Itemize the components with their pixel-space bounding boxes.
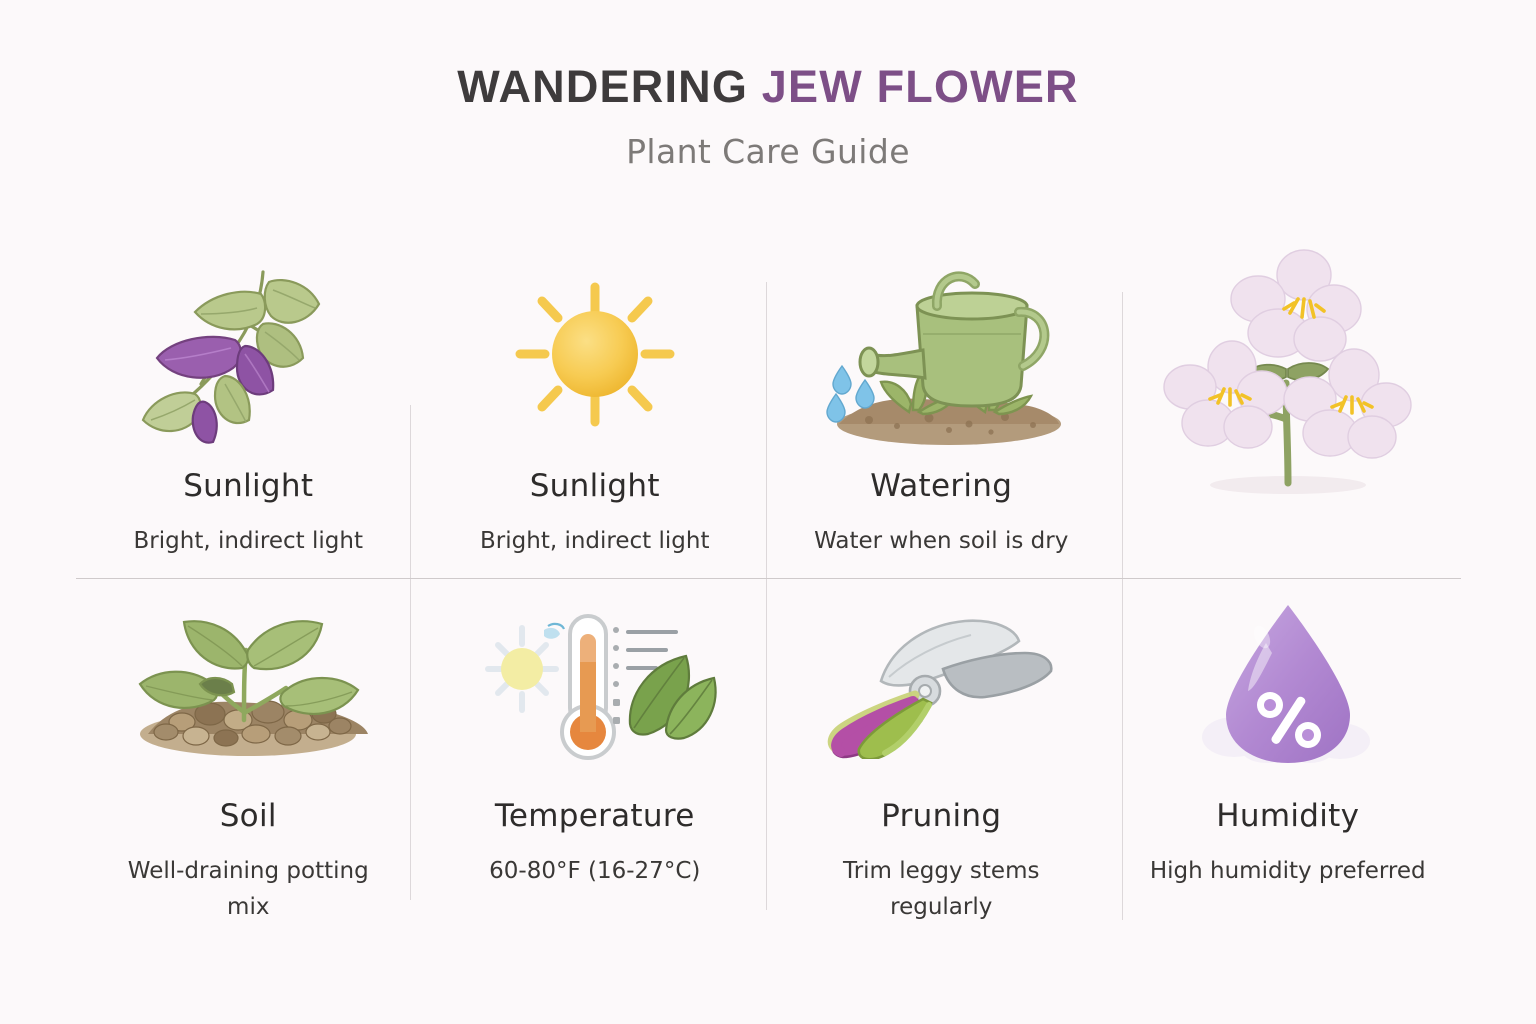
card-description: Bright, indirect light (133, 528, 363, 554)
title-main-text: WANDERING (457, 61, 749, 112)
seedling-soil-icon (126, 584, 371, 784)
care-card-soil[interactable]: Soil Well-draining potting mix (75, 578, 422, 938)
horizontal-divider (76, 578, 1461, 579)
card-description: Trim leggy stems regularly (843, 858, 1040, 920)
card-description: High humidity preferred (1149, 858, 1426, 884)
card-title: Humidity (1216, 798, 1360, 834)
care-card-sunlight-plant[interactable]: Sunlight Bright, indirect light (75, 248, 422, 578)
card-description: Well-draining potting mix (127, 858, 369, 920)
humidity-droplet-icon (1188, 584, 1388, 784)
page-title: WANDERING JEW FLOWER (0, 62, 1536, 112)
card-title: Temperature (494, 798, 695, 834)
card-title: Watering (870, 468, 1013, 504)
card-title: Soil (219, 798, 277, 834)
plant-sprig-icon (133, 254, 363, 454)
thermometer-icon (470, 584, 720, 784)
vertical-divider-3 (1122, 292, 1123, 920)
card-title: Sunlight (183, 468, 314, 504)
care-card-flowers[interactable] (1115, 248, 1462, 578)
pruning-shears-icon (819, 584, 1064, 784)
care-card-pruning[interactable]: Pruning Trim leggy stems regularly (768, 578, 1115, 938)
sun-icon (500, 254, 690, 454)
page-subtitle: Plant Care Guide (626, 131, 910, 171)
card-description: 60-80°F (16-27°C) (489, 858, 701, 884)
care-guide-grid: Sunlight Bright, indirect light (75, 248, 1461, 938)
care-card-temperature[interactable]: Temperature 60-80°F (16-27°C) (422, 578, 769, 938)
care-card-humidity[interactable]: Humidity High humidity preferred (1115, 578, 1462, 938)
card-description: Bright, indirect light (480, 528, 710, 554)
card-title: Sunlight (529, 468, 660, 504)
watering-can-icon (809, 254, 1074, 454)
care-card-sunlight-sun[interactable]: Sunlight Bright, indirect light (422, 248, 769, 578)
care-card-watering[interactable]: Watering Water when soil is dry (768, 248, 1115, 578)
card-description: Water when soil is dry (814, 528, 1069, 554)
vertical-divider-2 (766, 282, 767, 910)
card-title: Pruning (881, 798, 1002, 834)
vertical-divider-1 (410, 405, 411, 900)
page-header: WANDERING JEW FLOWER Plant Care Guide (0, 0, 1536, 171)
title-accent-text: JEW FLOWER (761, 61, 1079, 112)
flowers-icon (1158, 248, 1418, 494)
